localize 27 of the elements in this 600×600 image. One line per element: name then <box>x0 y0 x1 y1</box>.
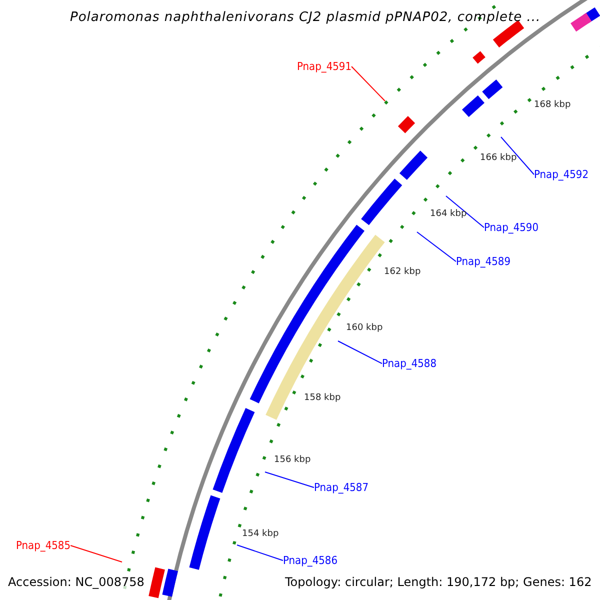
leader-line <box>236 544 284 561</box>
scale-label: 160 kbp <box>346 323 383 333</box>
title: Polaromonas naphthalenivorans CJ2 plasmid pPNAP02, complete ... <box>70 10 541 25</box>
gene-label: Pnap_4591 <box>297 60 352 73</box>
scale-label: 154 kbp <box>242 529 279 539</box>
gene-label: Pnap_4585 <box>16 539 71 552</box>
leader-line <box>351 66 386 102</box>
scale-label: 158 kbp <box>304 393 341 403</box>
scale-label: 164 kbp <box>430 209 467 219</box>
leader-line <box>446 196 484 228</box>
scale-label: 156 kbp <box>274 455 311 465</box>
gene-label: Pnap_4586 <box>283 554 338 567</box>
leader-line <box>500 136 534 175</box>
leader-line <box>70 545 122 562</box>
scale-label: 166 kbp <box>480 153 517 163</box>
gene-label: Pnap_4588 <box>382 357 437 370</box>
info-text: Accession: NC_008758 <box>8 575 144 589</box>
gene-label: Pnap_4587 <box>314 481 369 494</box>
info-text: Topology: circular; Length: 190,172 bp; Genes: 162 <box>285 575 592 589</box>
leader-line <box>264 472 314 488</box>
leader-line <box>338 340 382 364</box>
scale-label: 162 kbp <box>384 267 421 277</box>
gene-label: Pnap_4589 <box>456 255 511 268</box>
leader-line <box>416 232 456 262</box>
gene-label: Pnap_4592 <box>534 168 589 181</box>
scale-label: 168 kbp <box>534 100 571 110</box>
gene-label: Pnap_4590 <box>484 221 539 234</box>
